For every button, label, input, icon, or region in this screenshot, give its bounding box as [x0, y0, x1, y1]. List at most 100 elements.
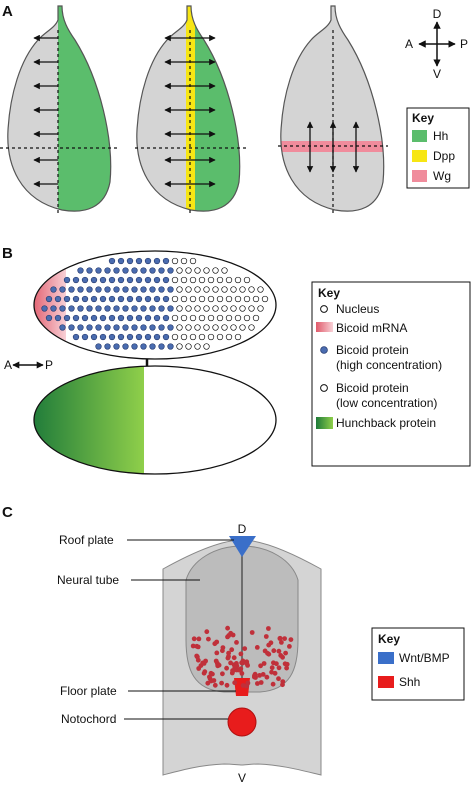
shh-dot [240, 683, 246, 688]
bicoid-high-nucleus [90, 314, 98, 322]
bicoid-high-nucleus [81, 314, 89, 322]
bicoid-low-nucleus [171, 276, 179, 284]
bicoid-high-nucleus [99, 295, 107, 303]
bicoid-low-nucleus [243, 276, 251, 284]
shh-dot [228, 660, 234, 666]
bicoid-high-nucleus [144, 276, 152, 284]
bicoid-low-nucleus [198, 295, 206, 303]
shh-dot [255, 681, 260, 686]
bicoid-low-nucleus [252, 314, 260, 322]
shh-dot [212, 641, 218, 647]
shh-dot [214, 650, 220, 656]
bicoid-high-nucleus [72, 276, 80, 284]
bicoid-high-nucleus [86, 324, 93, 331]
bicoid-high-nucleus [122, 267, 129, 274]
dorsal-label: D [238, 522, 247, 536]
bicoid-high-nucleus [131, 267, 138, 274]
bicoid-high-nucleus [117, 295, 125, 303]
shh-dot [271, 648, 277, 654]
dpp-key-label: Dpp [433, 149, 455, 163]
bicoid-high-nucleus [77, 286, 84, 293]
bicoid-low-nucleus [189, 257, 197, 265]
bicoid-high-nucleus [50, 305, 57, 312]
shh-dot [213, 658, 219, 664]
wg-signal-arrows [306, 121, 360, 173]
bicoid-high-nucleus [81, 276, 89, 284]
bicoid-low-nucleus [207, 295, 215, 303]
shh-dot [224, 682, 230, 688]
bicoid-low-nucleus [194, 324, 201, 331]
shh-dot [240, 658, 246, 664]
bicoid-high-nucleus [59, 324, 66, 331]
shh-dot [280, 679, 286, 684]
bicoid-high-nucleus [68, 305, 75, 312]
nuclei-field [41, 257, 269, 350]
bicoid-high-nucleus [59, 305, 66, 312]
bicoid-high-nucleus [140, 286, 147, 293]
compass-posterior-label: P [460, 37, 468, 51]
bicoid-high-nucleus [108, 257, 116, 265]
bicoid-high-nucleus [126, 333, 134, 341]
bicoid-high-nucleus [117, 333, 125, 341]
shh-dot [266, 626, 271, 631]
bicoid-low-nucleus [171, 333, 179, 341]
bicoid-high-nucleus [113, 343, 120, 350]
bicoid-low-nucleus [203, 305, 210, 312]
wg-key-label: Wg [433, 169, 451, 183]
bicoid-high-nucleus [108, 295, 116, 303]
shh-dot [276, 665, 282, 671]
bicoid-high-nucleus [144, 295, 152, 303]
shh-dot [230, 668, 236, 673]
bicoid-low-nucleus [216, 333, 224, 341]
dpp-signal-arrows [164, 34, 216, 188]
shh-dot [270, 681, 276, 687]
bicoid-low-nucleus [207, 276, 215, 284]
bicoid-high-nucleus [135, 314, 143, 322]
hh-swatch [412, 130, 427, 142]
bicoid-low-nucleus [257, 286, 264, 293]
bicoid-low-nucleus [189, 295, 197, 303]
bicoid-high-nucleus [158, 286, 165, 293]
spinal-cord-section [162, 536, 322, 776]
bicoid-high-nucleus [108, 276, 116, 284]
bicoid-high-nucleus [72, 333, 80, 341]
bicoid-high-nucleus [153, 314, 161, 322]
shh-dot [229, 647, 235, 653]
bicoid-low-nucleus [216, 276, 224, 284]
neural-tube-label: Neural tube [57, 573, 119, 587]
bicoid-low-nucleus [171, 257, 179, 265]
key-panel-a: Key Hh Dpp Wg [406, 107, 470, 189]
bicoid-high-nucleus [162, 295, 170, 303]
shh-dot [277, 635, 283, 641]
bicoid-high-nucleus [149, 267, 156, 274]
bicoid-low-nucleus [248, 305, 255, 312]
bicoid-low-nucleus [180, 276, 188, 284]
shh-dot [268, 640, 274, 646]
bicoid-high-nucleus [122, 343, 129, 350]
key-title: Key [412, 111, 434, 125]
shh-dot [210, 671, 215, 677]
shh-dot [261, 661, 267, 666]
bicoid-low-nucleus [207, 333, 215, 341]
bicoid-low-nucleus [212, 305, 219, 312]
bicoid-high-nucleus [162, 333, 170, 341]
bicoid-high-nucleus [95, 305, 102, 312]
bicoid-high-nucleus [162, 314, 170, 322]
shh-dot [212, 682, 218, 688]
bicoid-high-nucleus [113, 324, 120, 331]
roof-plate-wnt-bmp [229, 536, 256, 557]
bicoid-high-nucleus [104, 267, 111, 274]
bicoid-high-nucleus [95, 343, 102, 350]
bicoid-low-nucleus [252, 295, 260, 303]
bicoid-mrna-key-label: Bicoid mRNA [336, 321, 407, 335]
bicoid-high-nucleus [167, 324, 174, 331]
bicoid-high-nucleus [104, 305, 111, 312]
bicoid-high-nucleus [45, 295, 53, 303]
ventral-label: V [238, 771, 246, 785]
bicoid-high-nucleus [140, 305, 147, 312]
shh-dot [249, 630, 255, 635]
bicoid-low-nucleus [207, 314, 215, 322]
bicoid-low-nucleus [230, 305, 237, 312]
bicoid-high-nucleus [167, 343, 174, 350]
shh-dot [231, 655, 237, 661]
